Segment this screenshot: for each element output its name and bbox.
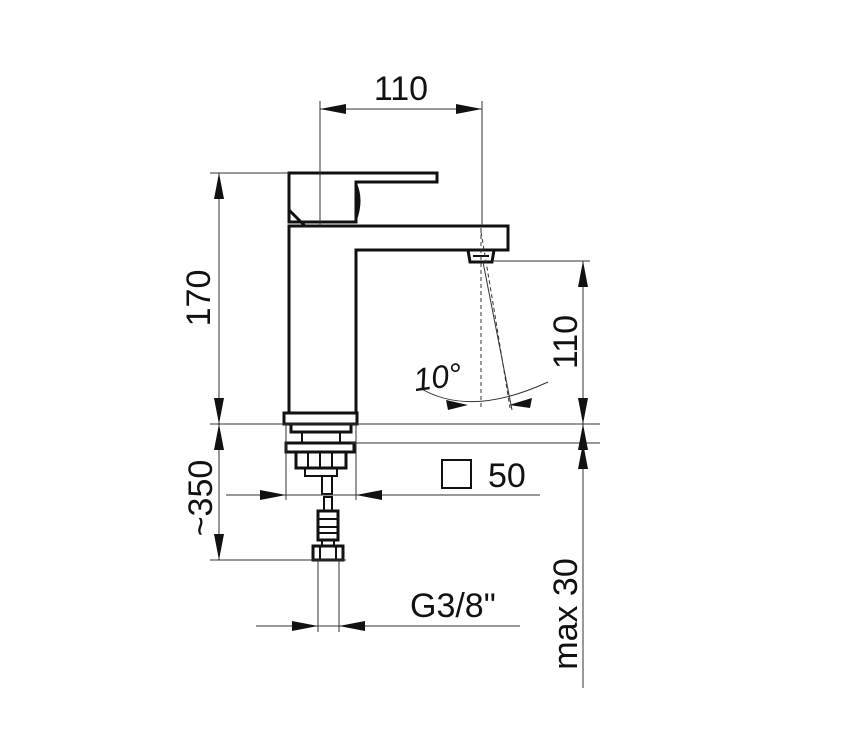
lever-handle <box>287 171 439 224</box>
swivel-arc-outer <box>480 231 511 409</box>
body-square-label: 50 <box>488 457 526 495</box>
dim-swivel-angle: 10° <box>411 261 549 411</box>
gasket-plate <box>289 422 353 434</box>
spout-reach-label: 110 <box>374 70 428 108</box>
handle-chamfer <box>287 208 307 228</box>
dim-body-square: 50 <box>226 424 540 500</box>
swivel-angle-label: 10° <box>411 356 464 398</box>
dim-spout-reach: 110 <box>319 70 483 226</box>
base-flange <box>282 411 359 426</box>
dim-max-thickness: max 30 <box>351 424 600 688</box>
dim-spout-height: 110 <box>494 260 590 424</box>
construction-lines <box>480 228 511 410</box>
max-thickness-label: max 30 <box>547 558 585 670</box>
connection-thread-label: G3/8" <box>410 587 496 625</box>
ferrule-ribs <box>318 518 338 534</box>
hose-length-label: ~350 <box>182 460 220 537</box>
square-symbol <box>441 459 472 489</box>
total-height-label: 170 <box>180 270 218 327</box>
connection-nut-facets <box>319 546 337 560</box>
swivel-arc <box>419 381 549 403</box>
nut-facets <box>307 452 333 468</box>
spout-body-outline <box>287 224 510 415</box>
dim-total-height: 170 <box>180 172 600 425</box>
dim-hose-length: ~350 <box>182 424 346 561</box>
spout-height-label: 110 <box>547 315 585 369</box>
flex-hose-upper <box>321 475 333 495</box>
dim-connection-thread: G3/8" <box>256 560 520 632</box>
flex-hose-lower <box>323 496 333 512</box>
faucet-body <box>282 171 510 426</box>
mounting-assembly <box>284 422 356 562</box>
aerator <box>466 249 496 264</box>
hose-ferrule <box>316 509 340 542</box>
connection-nut <box>311 544 345 562</box>
handle-cartridge <box>354 184 361 219</box>
threaded-stud <box>301 431 341 444</box>
